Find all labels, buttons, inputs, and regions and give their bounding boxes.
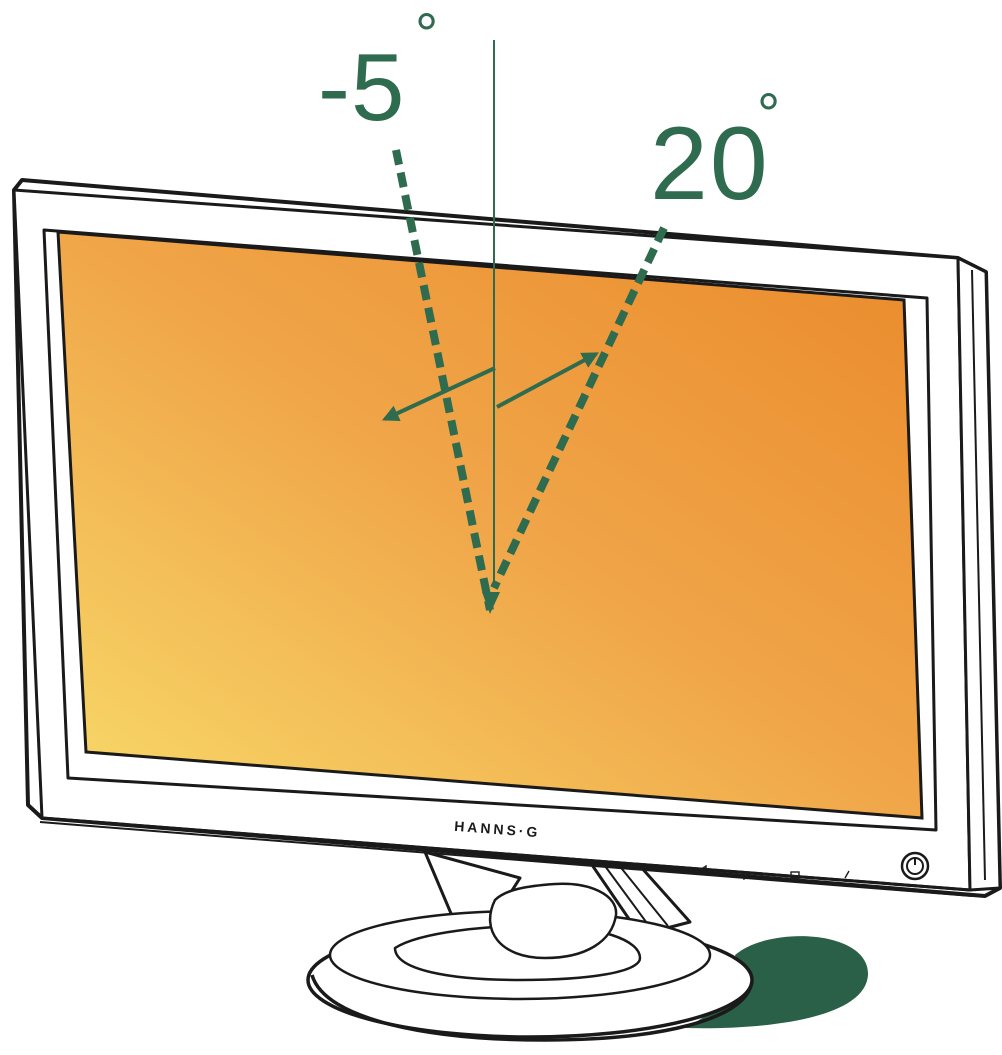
tilt-line-forward — [490, 226, 668, 590]
tilt-pivot-point — [482, 592, 500, 614]
forward-tilt-degree-symbol: ° — [757, 82, 781, 147]
back-tilt-angle-label: -5 — [318, 40, 405, 136]
back-tilt-angle-value: -5 — [318, 34, 406, 141]
forward-tilt-angle-label: 20 — [650, 112, 770, 216]
tilt-arrow-forward-icon — [496, 352, 599, 409]
front-buttons — [698, 864, 850, 881]
power-button-icon[interactable] — [900, 851, 930, 881]
stand-base — [306, 882, 754, 1042]
tilt-arrow-back-icon — [381, 366, 496, 421]
brand-logo: HANNS·G — [454, 818, 541, 840]
tilt-line-back — [392, 149, 494, 611]
svg-text:HANNS·G: HANNS·G — [454, 818, 541, 840]
monitor-screen — [56, 230, 924, 820]
back-tilt-degree-symbol: ° — [415, 2, 439, 67]
forward-tilt-angle-value: 20 — [650, 106, 770, 222]
